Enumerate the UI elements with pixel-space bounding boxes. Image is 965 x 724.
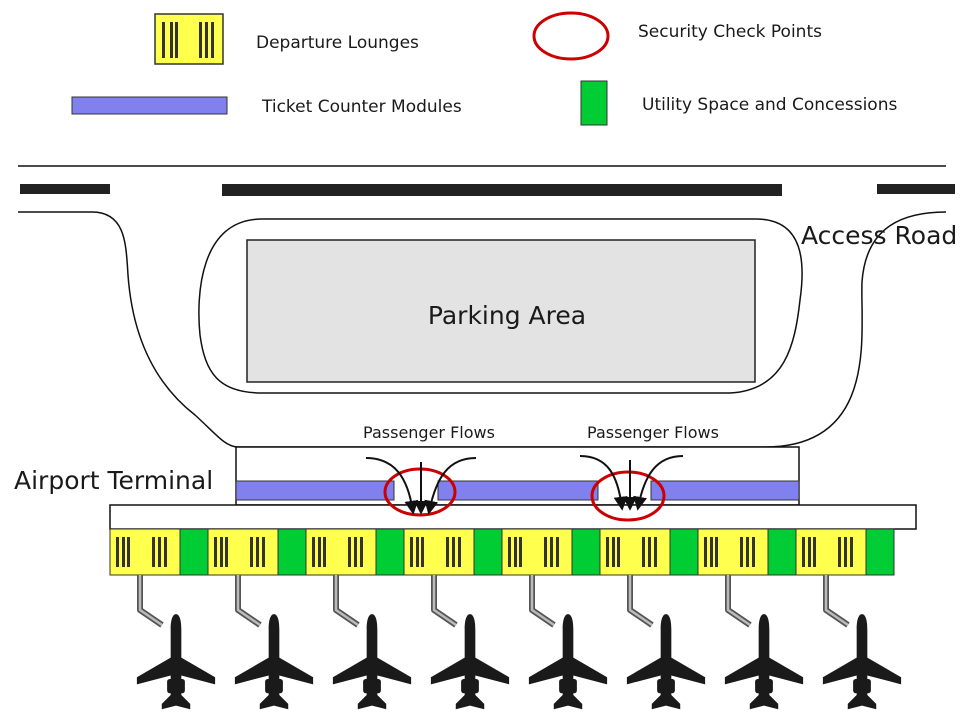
gate-module [305,528,405,576]
departure-lounge [795,528,867,576]
gate-strip [109,528,895,576]
legend-security-check-points-label: Security Check Points [638,22,822,42]
lounge-seating [312,537,363,567]
utility-space [767,528,797,576]
legend-utility-swatch [580,80,608,126]
median-strip-center [222,184,782,196]
aircraft-row [136,575,902,710]
parking-area [246,239,756,383]
parking-island [198,218,803,394]
lounge-seating [802,537,853,567]
flow-arrow [365,457,419,515]
ticket-counter-module [437,480,599,501]
passenger-flow-arrows-left [365,457,477,515]
flow-arrow [633,455,684,511]
road-network [18,165,955,448]
gate-module [207,528,307,576]
aircraft-icon [430,614,510,710]
legend-ticket-counter-modules-label: Ticket Counter Modules [261,97,462,117]
gate-module [697,528,797,576]
departure-lounge [109,528,181,576]
terminal-building [109,446,917,530]
lounge-seating [410,537,461,567]
median-strip-right [877,184,955,194]
lounge-seating [116,537,167,567]
departure-lounge [501,528,573,576]
median-strip-left [20,184,110,194]
passenger-flows-label: Passenger Flows [587,423,719,442]
aircraft-icon [528,614,608,710]
utility-space [669,528,699,576]
legend-departure-lounges-label: Departure Lounges [256,33,419,53]
gate-module [599,528,699,576]
parking-area-label: Parking Area [428,301,586,330]
access-road-loop [18,211,947,448]
aircraft-icon [626,614,706,710]
legend-utility-space-label: Utility Space and Concessions [642,95,897,115]
flow-arrow [579,455,628,511]
lounge-seating [606,537,657,567]
departure-lounge [403,528,475,576]
utility-space [375,528,405,576]
aircraft-icon [234,614,314,710]
aircraft-icon [332,614,412,710]
airport-terminal-label: Airport Terminal [14,466,213,495]
legend-security-swatch [532,11,610,61]
ticket-counter-module [650,480,800,501]
aircraft-icon [136,614,216,710]
legend-ticket-counter-swatch [71,96,228,115]
ticket-counter-module [235,480,395,501]
utility-space [179,528,209,576]
gate-module [795,528,895,576]
utility-space [277,528,307,576]
utility-space [473,528,503,576]
gate-module [501,528,601,576]
aircraft-icon [822,614,902,710]
legend-departure-lounge-swatch [154,13,224,65]
gate-module [109,528,209,576]
departure-lounge [599,528,671,576]
lounge-seating [508,537,559,567]
access-road-label: Access Road [801,221,957,250]
utility-space [571,528,601,576]
departure-lounge [305,528,377,576]
legend: Departure Lounges Security Check Points … [71,11,897,126]
passenger-flow-arrows-right [579,455,684,511]
security-check-point [590,470,666,522]
utility-space [865,528,895,576]
departure-lounge [697,528,769,576]
passenger-flows-label: Passenger Flows [363,423,495,442]
aircraft-icon [724,614,804,710]
lounge-seating [214,537,265,567]
flow-arrow [424,457,477,515]
departure-lounge [207,528,279,576]
gate-module [403,528,503,576]
terminal-concourse [109,504,917,530]
lounge-seating [704,537,755,567]
